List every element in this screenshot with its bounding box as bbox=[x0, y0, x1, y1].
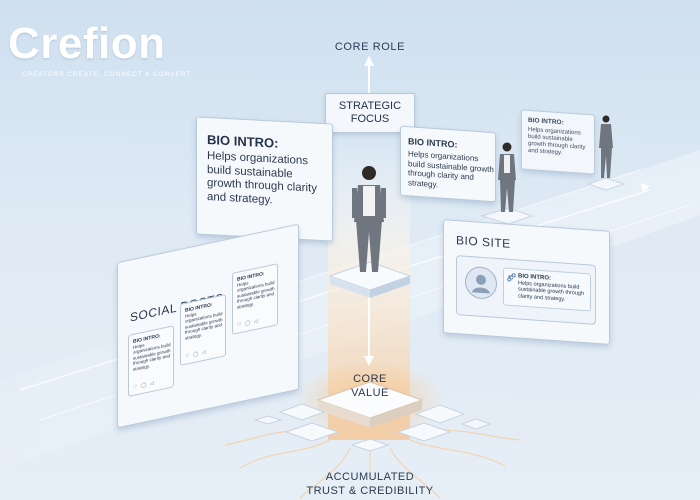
bio-intro-body: Helps organizations build sustainable gr… bbox=[207, 149, 317, 206]
bio-intro-far-body: Helps organizations build sustainable gr… bbox=[528, 126, 586, 157]
social-post: BIO INTRO: Helps organizations build sus… bbox=[128, 325, 174, 398]
bio-site-intro-body: Helps organizations build sustainable gr… bbox=[518, 280, 585, 303]
strategic-focus-box: STRATEGIC FOCUS bbox=[325, 93, 415, 133]
pedestal bbox=[328, 261, 412, 298]
bio-site-intro: BIO INTRO: Helps organizations build sus… bbox=[503, 267, 591, 312]
person-mid-icon bbox=[480, 142, 534, 225]
bio-intro-far-title: BIO INTRO: bbox=[528, 116, 564, 127]
bio-site-card: BIO SITE BIO INTRO: Helps organizations … bbox=[443, 219, 610, 345]
focus-line-1: STRATEGIC bbox=[338, 100, 402, 112]
bio-site-title: BIO SITE bbox=[456, 233, 511, 251]
bio-intro-mid-body: Helps organizations build sustainable gr… bbox=[408, 149, 494, 189]
person-main-icon bbox=[352, 166, 386, 272]
bio-intro-card-far: BIO INTRO: Helps organizations build sus… bbox=[521, 109, 595, 175]
trust-credibility-label: ACCUMULATED TRUST & CREDIBILITY bbox=[290, 470, 450, 498]
link-icon bbox=[507, 273, 516, 282]
social-post: BIO INTRO: Helps organizations build sus… bbox=[180, 294, 226, 366]
foundation-line-2: TRUST & CREDIBILITY bbox=[306, 485, 434, 497]
brand-name: Crefion bbox=[8, 19, 166, 68]
social-post: BIO INTRO: Helps organizations build sus… bbox=[232, 263, 278, 335]
bio-intro-card-mid: BIO INTRO: Helps organizations build sus… bbox=[400, 125, 496, 203]
social-post-reaction-icons: ♡ ◯ ◁ bbox=[237, 318, 259, 329]
foundation-line-1: ACCUMULATED bbox=[325, 471, 415, 483]
avatar-icon bbox=[465, 265, 497, 300]
social-post-reaction-icons: ♡ ◯ ◁ bbox=[185, 349, 207, 360]
core-value-line-2: VALUE bbox=[351, 387, 389, 399]
core-value-line-1: CORE bbox=[353, 373, 387, 385]
brand-tagline: Creators Create, Connect & Convert bbox=[22, 71, 192, 78]
bio-intro-mid-title: BIO INTRO: bbox=[408, 136, 458, 150]
core-value-label: CORE VALUE bbox=[330, 372, 410, 400]
person-far-icon bbox=[586, 115, 626, 191]
focus-line-2: FOCUS bbox=[350, 113, 390, 125]
foundation-blocks bbox=[224, 381, 521, 499]
brand-logo: Crefion Creators Create, Connect & Conve… bbox=[8, 19, 192, 79]
social-post-reaction-icons: ♡ ◯ ◁ bbox=[133, 380, 155, 391]
core-role-label: CORE ROLE bbox=[334, 41, 406, 53]
bio-intro-title: BIO INTRO: bbox=[207, 131, 279, 151]
bio-intro-card: BIO INTRO: Helps organizations build sus… bbox=[196, 116, 333, 242]
bio-site-profile: BIO INTRO: Helps organizations build sus… bbox=[456, 255, 596, 325]
